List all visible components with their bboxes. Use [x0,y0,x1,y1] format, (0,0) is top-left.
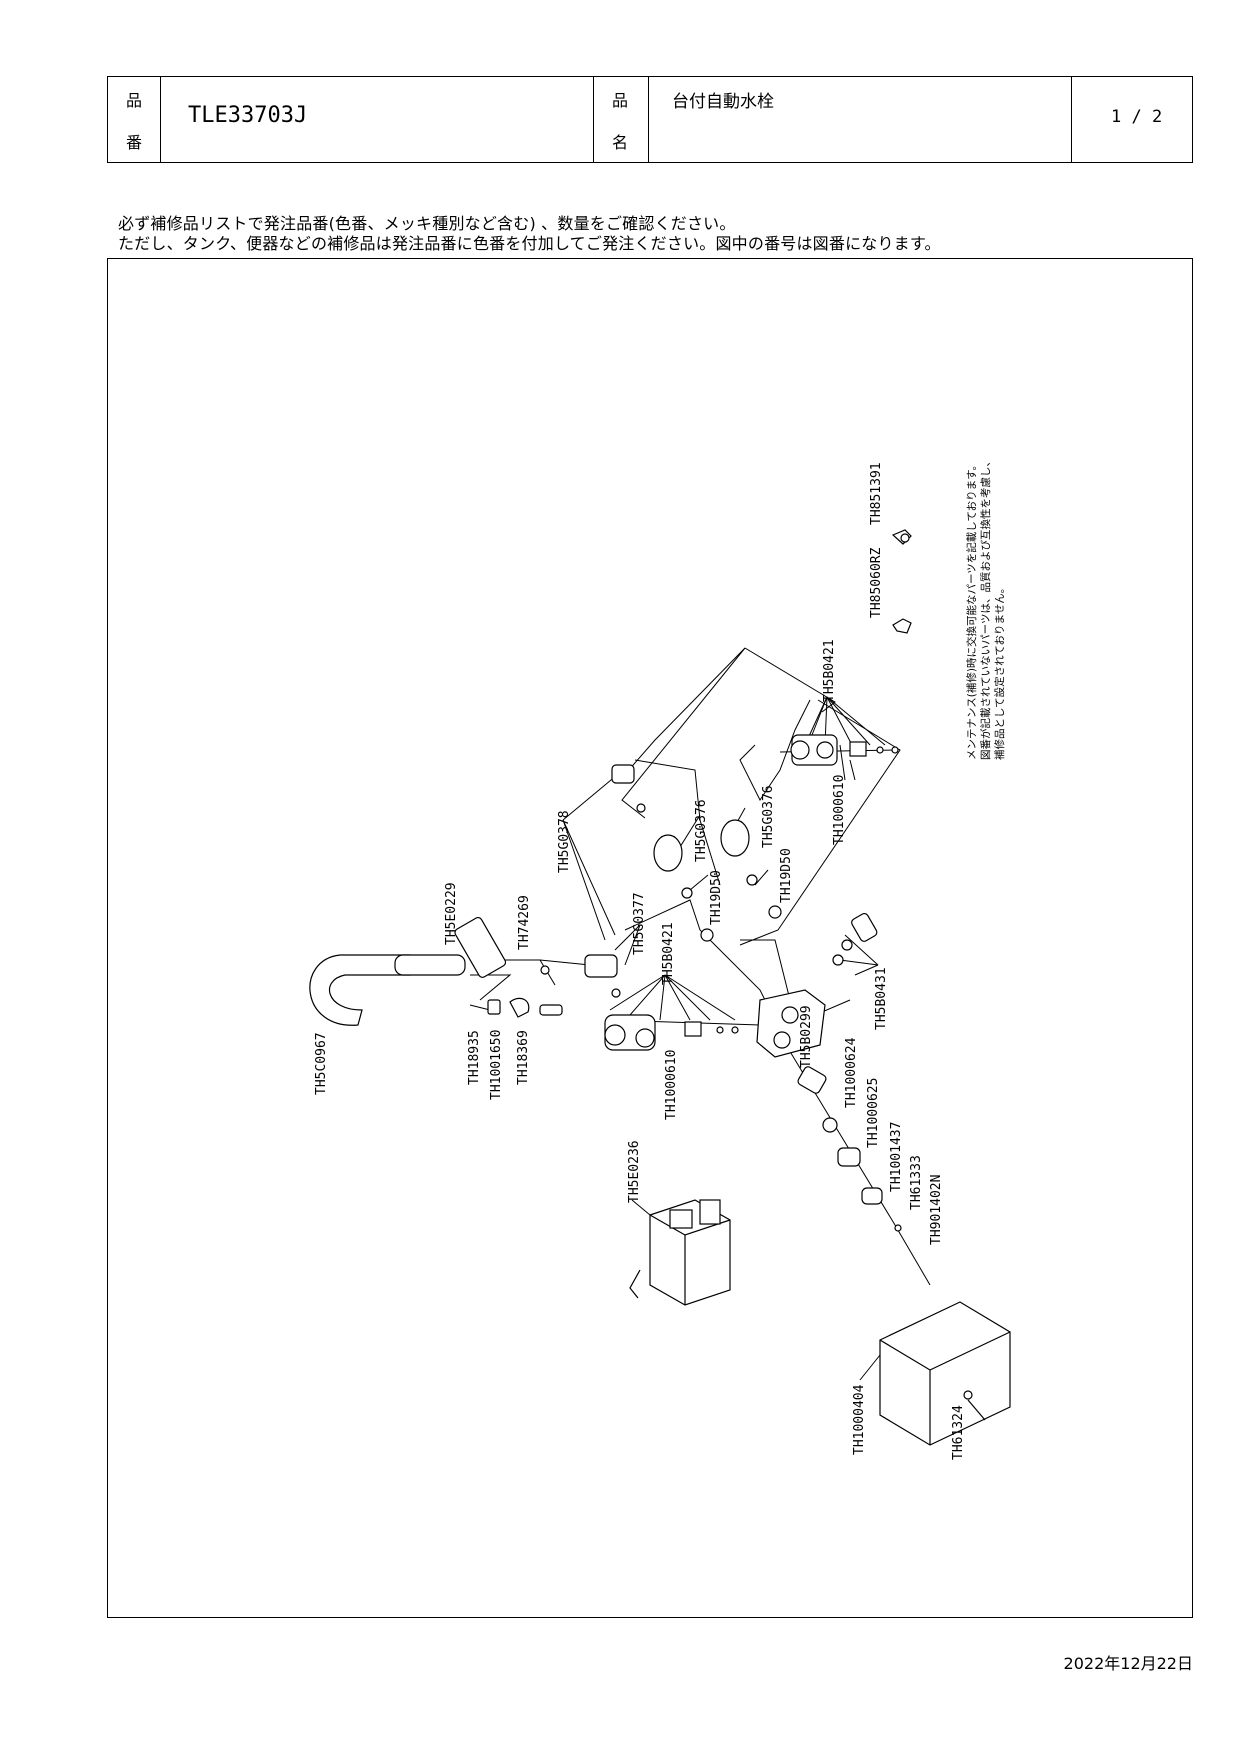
part-1001650 [509,997,530,1018]
filter-unit [653,834,683,872]
leader-lines [469,647,981,1396]
label-th74269: TH74269 [517,895,532,950]
label-th18369: TH18369 [516,1030,531,1085]
label-th1000610-upper: TH1000610 [832,775,847,845]
product-name: 台付自動水栓 [672,92,774,112]
label-th19d50-b: TH19D50 [779,848,794,903]
label-th1001437: TH1001437 [889,1122,904,1192]
issue-date: 2022年12月22日 [1063,1654,1193,1673]
fitting-624 [797,1066,827,1094]
ring [900,533,910,543]
label-th61324: TH61324 [951,1405,966,1460]
label-th5g0376-a: TH5G0376 [694,799,709,862]
faucet-spout [309,954,411,1026]
label-th5g0377: TH5G0377 [632,892,647,955]
header-table: 品 番 TLE33703J 品 名 台付自動水栓 1 / 2 [107,76,1193,163]
name-label-2: 名 [611,133,628,152]
side-note-line-3: 補修品として設定されておりません。 [993,583,1006,760]
connector [851,912,878,942]
note-line-2: ただし、タンク、便器などの補修品は発注品番に色番を付加してご発注ください。図中の… [118,234,941,253]
divider [648,77,649,162]
divider [593,77,594,162]
label-th5b0299: TH5B0299 [799,1005,814,1068]
part-18935 [487,999,501,1015]
label-th1000625: TH1000625 [866,1078,881,1148]
side-note-line-1: メンテナンス(補修)時に交換可能なパーツを記載しております。 [965,460,978,760]
fitting-1437 [837,1147,861,1167]
label-th5b0421-lower: TH5B0421 [661,922,676,985]
label-th18935: TH18935 [467,1030,482,1085]
pump-fitting [790,740,810,760]
part-85060rz [892,618,912,634]
label-th5b0431: TH5B0431 [874,967,889,1030]
fitting-61333 [861,1187,883,1205]
label-th1001650: TH1001650 [489,1030,504,1100]
pump-fitting [816,741,834,759]
middle-valve [584,954,618,978]
label-th5g0378: TH5G0378 [557,810,572,873]
label-th5e0236: TH5E0236 [627,1140,642,1203]
valve-block [849,741,867,757]
part-shapes [309,529,1011,1446]
divider [1071,77,1072,162]
note-line-1: 必ず補修品リストで発注品番(色番、メッキ種別など含む) 、数量をご確認ください。 [118,214,736,233]
part-18369 [539,1004,563,1016]
battery-box [879,1301,1011,1446]
side-note: メンテナンス(補修)時に交換可能なパーツを記載しております。 図番が記載されてい… [965,456,1006,760]
side-note-line-2: 図番が記載されていないパーツは、品質および互換性を考慮し、 [979,456,992,760]
filter-unit [720,819,750,857]
faucet-body [394,954,466,976]
label-th1000404: TH1000404 [852,1384,867,1455]
part-labels: TH851391 TH85060RZ TH5B0421 TH1000610 TH… [314,462,966,1460]
label-th61333: TH61333 [909,1155,924,1210]
label-th85060rz: TH85060RZ [869,547,884,618]
label-th19d50-a: TH19D50 [709,870,724,925]
sensor-plate [454,916,507,978]
fitting-625 [822,1117,838,1133]
drawing-frame [107,258,1193,1618]
page-indicator: 1 / 2 [1111,107,1163,127]
label-th851391: TH851391 [869,462,884,525]
part-no-label-2: 番 [125,133,142,152]
label-th5c0967: TH5C0967 [314,1032,329,1095]
fitting [611,764,635,784]
name-label-1: 品 [611,91,628,110]
part-no-label-1: 品 [125,91,142,110]
label-th901402n: TH901402N [929,1175,944,1245]
label-th5b0421-upper: TH5B0421 [822,639,837,702]
part-number: TLE33703J [188,103,308,128]
label-th5g0376-b: TH5G0376 [761,785,776,848]
label-th1000624: TH1000624 [844,1037,859,1108]
label-th5e0229: TH5E0229 [444,882,459,945]
divider [160,77,161,162]
label-th1000610-lower: TH1000610 [664,1050,679,1120]
